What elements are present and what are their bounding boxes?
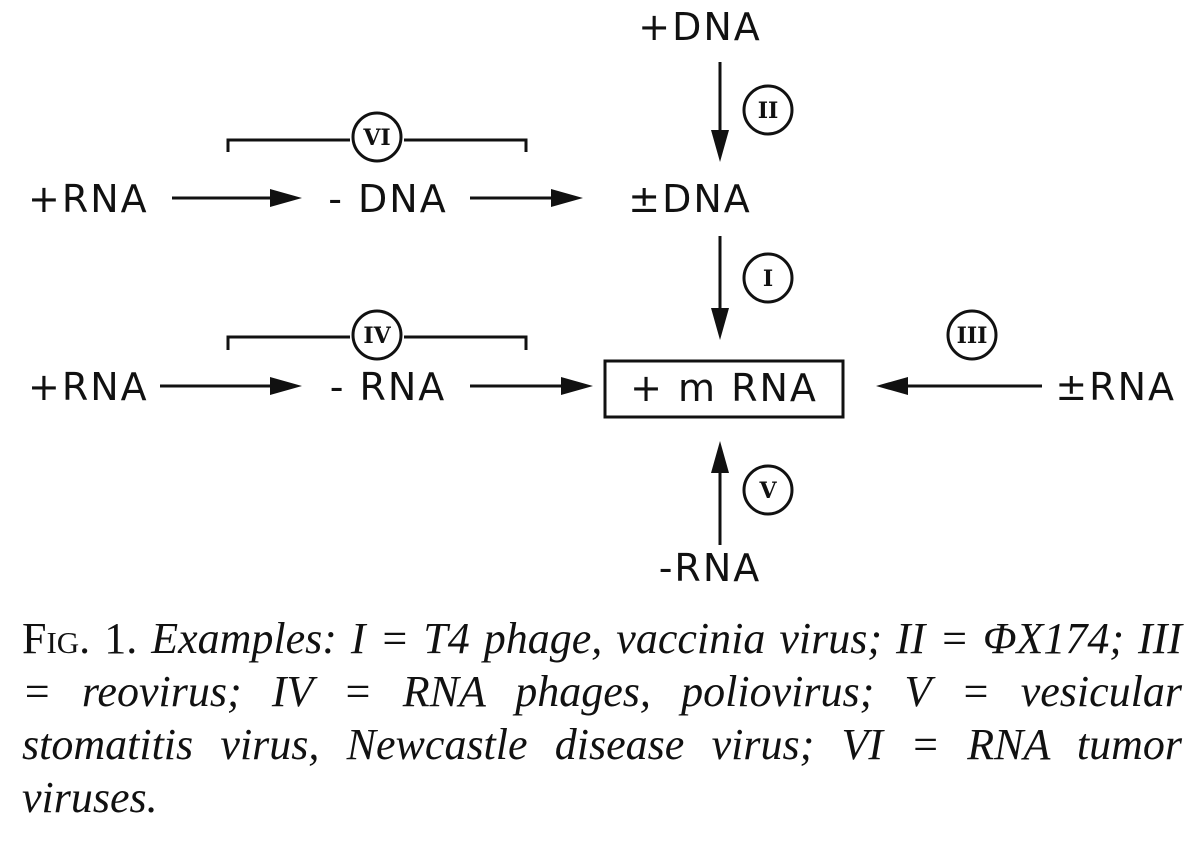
pathway-v-marker <box>742 464 794 516</box>
node-minus-rna-mid: - RNA <box>330 365 447 409</box>
pathway-i-marker <box>742 252 794 304</box>
pathway-v-label: V <box>758 478 777 504</box>
pathway-i-arrow <box>711 236 729 340</box>
pathway-v-arrow <box>711 441 729 545</box>
figure-caption: Fig. 1. Examples: I = T4 phage, vaccinia… <box>22 612 1182 824</box>
node-plus-mrna: + m RNA <box>630 366 818 410</box>
pathway-iv-arrows <box>160 377 593 395</box>
pathway-vi-marker <box>351 111 403 163</box>
node-minus-dna: - DNA <box>328 177 447 221</box>
pathway-ii-label: II <box>758 98 779 124</box>
pathway-vi-arrows <box>172 189 583 207</box>
pathway-ii-marker <box>742 84 794 136</box>
node-pm-dna: ±DNA <box>628 177 752 221</box>
baltimore-diagram: +DNA ±DNA +RNA - DNA +RNA - RNA + m RNA … <box>28 5 1176 590</box>
node-plus-dna: +DNA <box>638 5 762 49</box>
pathway-iii-arrow <box>876 377 1042 395</box>
pathway-iv-marker <box>351 309 403 361</box>
pathway-iv-bracket <box>226 335 528 350</box>
mrna-box <box>603 359 845 419</box>
pathway-vi-bracket <box>226 138 528 152</box>
node-minus-rna-bottom: -RNA <box>659 546 762 590</box>
figure-caption-text: Examples: I = T4 phage, vaccinia virus; … <box>22 614 1183 822</box>
pathway-ii-arrow <box>711 62 729 162</box>
pathway-iii-label: III <box>957 323 988 349</box>
pathway-iii-marker <box>946 309 998 361</box>
pathway-i-label: I <box>763 266 773 292</box>
node-pm-rna: ±RNA <box>1055 365 1176 409</box>
node-plus-rna-mid: +RNA <box>28 365 149 409</box>
node-plus-rna-top: +RNA <box>28 177 149 221</box>
figure-label: Fig. 1. <box>22 614 138 663</box>
pathway-iv-label: IV <box>363 323 391 349</box>
pathway-vi-label: VI <box>362 125 390 151</box>
